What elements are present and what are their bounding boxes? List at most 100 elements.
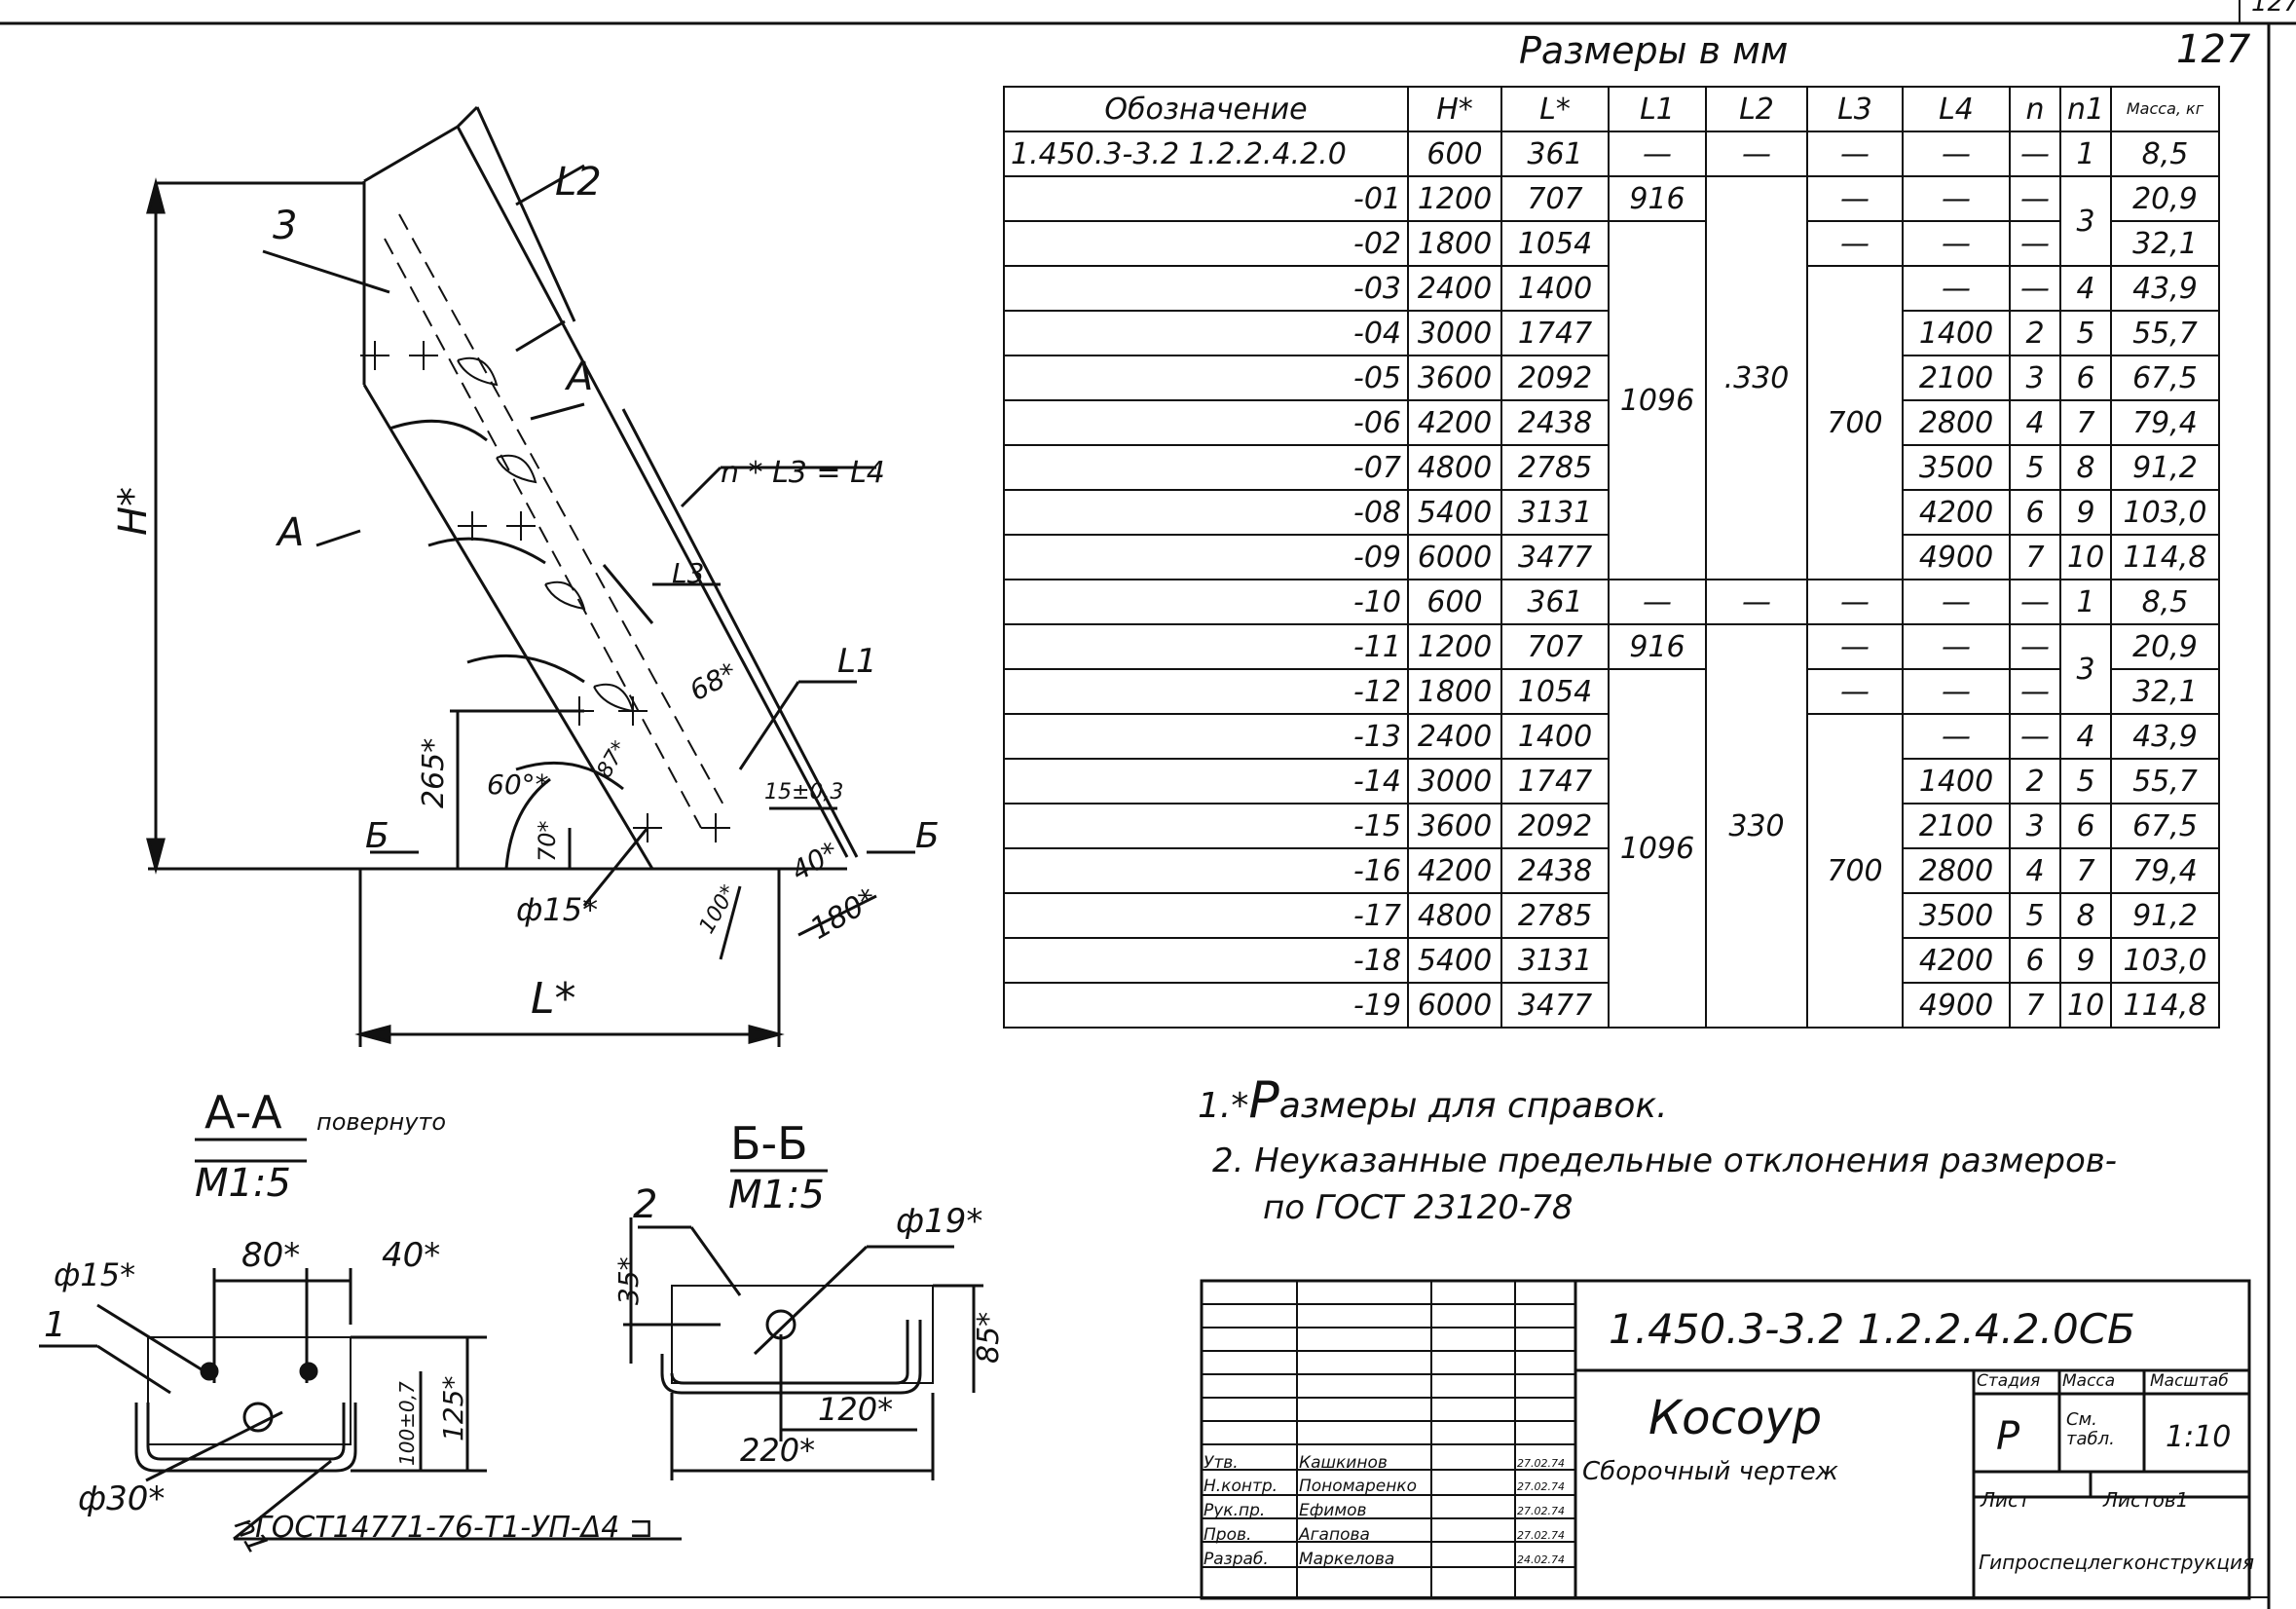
section-aa-dim-80: 80* xyxy=(241,1236,300,1275)
section-aa-d30: ф30* xyxy=(78,1479,165,1518)
cell-n1: 5 xyxy=(2059,310,2112,356)
cell-l4: — xyxy=(1902,579,2011,625)
cell-n: — xyxy=(2009,579,2061,625)
cell-l: 361 xyxy=(1500,579,1610,625)
cell-code: -09 xyxy=(1003,534,1409,580)
label-68: 68* xyxy=(685,656,742,707)
signature-name: Маркелова xyxy=(1299,1550,1395,1569)
cell-l: 707 xyxy=(1500,175,1610,222)
cell-h: 1200 xyxy=(1407,623,1502,670)
label-part-3: 3 xyxy=(273,204,297,248)
cell-n1: 10 xyxy=(2059,534,2112,580)
label-70: 70* xyxy=(534,820,561,862)
cell-n: — xyxy=(2009,220,2061,267)
cell-mass: 32,1 xyxy=(2110,668,2220,715)
stringer-elevation-drawing: L2 3 Н* А А n * L3 = L4 L3 L1 68* 87* 26… xyxy=(111,105,940,1047)
signature-role: Разраб. xyxy=(1204,1550,1269,1569)
cell-l4: — xyxy=(1902,265,2011,312)
cell-h: 1200 xyxy=(1407,175,1502,222)
cell-mass: 103,0 xyxy=(2110,937,2220,984)
signature-role: Пров. xyxy=(1204,1525,1252,1545)
stage-label: Стадия xyxy=(1977,1371,2041,1391)
section-bb-dim-35: 35* xyxy=(612,1256,645,1305)
table-row: -09 6000 3477 4900 7 10 114,8 xyxy=(1003,534,2220,580)
cell-n: 5 xyxy=(2009,444,2061,491)
cell-l: 3131 xyxy=(1500,489,1610,536)
cell-h: 4200 xyxy=(1407,399,1502,446)
drawing-subtitle: Сборочный чертеж xyxy=(1582,1457,1838,1486)
section-aa-title: А-А xyxy=(204,1086,282,1139)
table-row: -15 3600 2092 2100 3 6 67,5 xyxy=(1003,803,2220,849)
cell-code: -16 xyxy=(1003,847,1409,894)
cell-mass: 67,5 xyxy=(2110,803,2220,849)
label-l3: L3 xyxy=(672,557,704,589)
cell-l: 2438 xyxy=(1500,847,1610,894)
label-h: Н* xyxy=(111,487,156,536)
table-caption: Размеры в мм xyxy=(1519,29,1789,72)
cell-n1: 7 xyxy=(2059,847,2112,894)
cell-l3: — xyxy=(1806,175,1904,222)
cell-l4: — xyxy=(1902,713,2011,760)
cell-n: — xyxy=(2009,131,2061,177)
cell-l4: — xyxy=(1902,668,2011,715)
table-row: -01 1200 707 916 .330 — — — 3 20,9 xyxy=(1003,175,2220,580)
cell-n: 3 xyxy=(2009,803,2061,849)
cell-mass: 55,7 xyxy=(2110,758,2220,804)
label-l: L* xyxy=(531,974,576,1024)
label-40: 40* xyxy=(786,836,843,887)
label-180: 180* xyxy=(805,881,883,946)
cell-h: 600 xyxy=(1407,579,1502,625)
mass-label: Масса xyxy=(2062,1371,2116,1391)
cell-l4: 2100 xyxy=(1902,803,2011,849)
title-block xyxy=(1200,1279,2251,1600)
cell-n: 3 xyxy=(2009,355,2061,401)
signature-date: 27.02.74 xyxy=(1517,1457,1565,1470)
cell-l1-merged: 1096 xyxy=(1608,668,1707,1029)
note-2: 2. Неуказанные предельные отклонения раз… xyxy=(1212,1138,2117,1231)
section-aa-d15: ф15* xyxy=(54,1256,135,1293)
cell-n: 6 xyxy=(2009,937,2061,984)
dimensions-table: Обозначение Н* L* L1 L2 L3 L4 n n1 Масса… xyxy=(1003,86,2220,1029)
table-row: -03 2400 1400 700 — — 4 43,9 xyxy=(1003,265,2220,580)
col-header-l3: L3 xyxy=(1806,86,1904,132)
cell-mass: 20,9 xyxy=(2110,623,2220,670)
cell-mass: 43,9 xyxy=(2110,713,2220,760)
cell-l: 1054 xyxy=(1500,220,1610,267)
organization-name: Гипроспецлегконструкция xyxy=(1979,1551,2255,1574)
cell-code: -01 xyxy=(1003,175,1409,222)
section-aa-rotated: повернуто xyxy=(316,1108,446,1136)
cell-l4: 1400 xyxy=(1902,310,2011,356)
cell-l4: 2800 xyxy=(1902,399,2011,446)
cell-l2-merged: .330 xyxy=(1705,175,1808,580)
cell-h: 4200 xyxy=(1407,847,1502,894)
table-row: -06 4200 2438 2800 4 7 79,4 xyxy=(1003,399,2220,446)
cell-code: -04 xyxy=(1003,310,1409,356)
cell-h: 2400 xyxy=(1407,713,1502,760)
label-l2: L2 xyxy=(555,160,602,205)
table-row: -18 5400 3131 4200 6 9 103,0 xyxy=(1003,937,2220,984)
cell-l4: — xyxy=(1902,220,2011,267)
table-header-row: Обозначение Н* L* L1 L2 L3 L4 n n1 Масса… xyxy=(1003,86,2220,132)
label-section-b-right: Б xyxy=(915,816,940,856)
table-row: -17 4800 2785 3500 5 8 91,2 xyxy=(1003,892,2220,939)
section-aa-scale: М1:5 xyxy=(195,1161,291,1206)
signature-name: Ефимов xyxy=(1299,1501,1367,1520)
cell-l3: — xyxy=(1806,220,1904,267)
cell-l: 3477 xyxy=(1500,982,1610,1029)
label-d15: ф15* xyxy=(516,891,598,928)
cell-h: 600 xyxy=(1407,131,1502,177)
cell-l4: — xyxy=(1902,623,2011,670)
cell-n: 5 xyxy=(2009,892,2061,939)
cell-l4: — xyxy=(1902,131,2011,177)
table-row: -12 1800 1054 1096 — — — 32,1 xyxy=(1003,668,2220,1029)
cell-n1-merged: 3 xyxy=(2059,175,2112,267)
col-header-l4: L4 xyxy=(1902,86,2011,132)
cell-l: 361 xyxy=(1500,131,1610,177)
section-bb-part-2: 2 xyxy=(633,1182,657,1227)
cell-code: 1.450.3-3.2 1.2.2.4.2.0 xyxy=(1003,131,1409,177)
cell-l: 1747 xyxy=(1500,310,1610,356)
label-60-deg: 60°* xyxy=(487,768,549,801)
col-header-designation: Обозначение xyxy=(1003,86,1409,132)
cell-h: 3600 xyxy=(1407,355,1502,401)
cell-code: -12 xyxy=(1003,668,1409,715)
